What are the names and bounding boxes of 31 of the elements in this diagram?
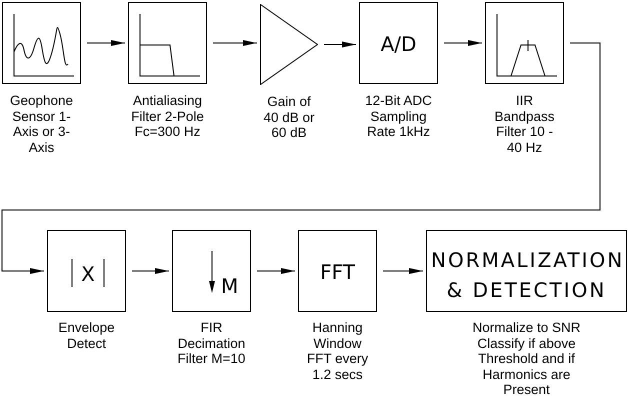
block-label: X <box>80 261 96 288</box>
arrow <box>132 268 170 274</box>
process-box <box>485 2 564 84</box>
arrow <box>444 40 482 46</box>
arrow <box>256 268 296 274</box>
block-label: A/D <box>380 31 418 58</box>
amplifier-triangle <box>260 4 318 85</box>
arrow <box>86 40 126 46</box>
process-box <box>298 230 377 312</box>
process-box <box>128 2 207 84</box>
arrow <box>324 42 356 48</box>
block-caption: Hanning Window FFT every 1.2 secs <box>306 320 370 382</box>
arrow <box>212 40 258 46</box>
block-label: M <box>221 273 238 300</box>
process-box <box>426 230 627 312</box>
block-caption: IIR Bandpass Filter 10 - 40 Hz <box>493 93 556 155</box>
process-box <box>359 2 438 84</box>
block-caption: Envelope Detect <box>57 320 116 351</box>
block-label: NORMALIZATION & DETECTION <box>431 247 622 304</box>
process-box <box>172 230 251 312</box>
block-caption: Antialiasing Filter 2-Pole Fc=300 Hz <box>130 93 205 140</box>
block-caption: Geophone Sensor 1-Axis or 3-Axis <box>8 93 74 155</box>
arrow <box>2 42 600 274</box>
block-caption: Gain of 40 dB or 60 dB <box>262 94 316 140</box>
block-label: FFT <box>319 259 356 286</box>
arrow <box>382 268 424 274</box>
block-caption: FIR Decimation Filter M=10 <box>176 320 246 366</box>
process-box <box>2 2 81 84</box>
process-box <box>47 230 126 312</box>
block-caption: Normalize to SNR Classify if above Threshold and if Harmonics are Present <box>471 320 582 398</box>
block-caption: 12-Bit ADC Sampling Rate 1kHz <box>364 93 433 140</box>
